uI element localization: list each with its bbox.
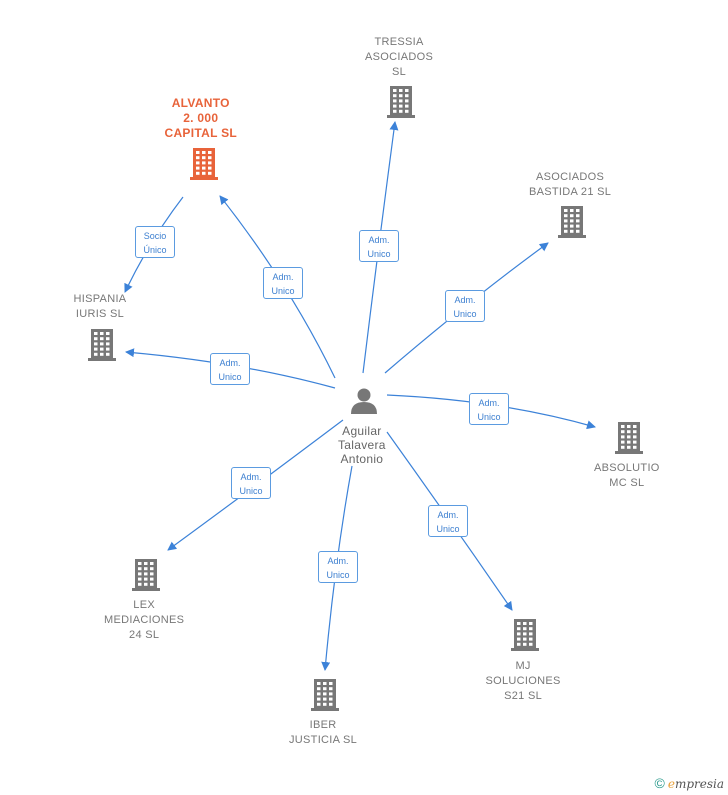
company-label-mj-soluciones-line: S21 SL (504, 690, 543, 702)
company-label-mj-soluciones: MJ SOLUCIONES S21 SL (486, 659, 561, 704)
building-icon[interactable] (511, 619, 539, 651)
edge-label-tressia[interactable]: Adm. Unico (359, 230, 399, 262)
company-label-tressia: TRESSIA ASOCIADOS SL (365, 35, 433, 80)
company-label-hispania-iuris-line: IURIS SL (75, 308, 125, 320)
copyright-notice[interactable]: ©empresia (655, 775, 725, 791)
edge-label-text: Adm. (478, 398, 500, 408)
edge-label-lex-mediaciones[interactable]: Adm. Unico (231, 467, 271, 499)
edge-label-text: Adm. (454, 295, 476, 305)
building-icon[interactable] (615, 422, 643, 454)
company-label-lex-mediaciones-line: LEX (133, 599, 155, 611)
person-label-line: Aguilar (342, 424, 382, 438)
brand-logo: empresia (667, 777, 724, 791)
building-icon[interactable] (387, 86, 415, 118)
edge-label-mj-soluciones[interactable]: Adm. Unico (428, 505, 468, 537)
edge-label-text: Unico (326, 570, 350, 580)
company-label-alvanto-line: CAPITAL SL (164, 126, 238, 140)
company-label-mj-soluciones-line: MJ (515, 660, 531, 672)
company-label-alvanto-line: ALVANTO (171, 96, 230, 110)
edge-label-text: Adm. (219, 358, 241, 368)
company-label-lex-mediaciones: LEX MEDIACIONES 24 SL (104, 598, 184, 643)
edge-label-text: Adm. (240, 472, 262, 482)
edge-label-text: Unico (477, 412, 501, 422)
company-label-iber-justicia-line: JUSTICIA SL (289, 734, 358, 746)
edge-label-text: Unico (271, 286, 295, 296)
edge-label-text: Unico (453, 309, 477, 319)
edge-label-text: Unico (218, 372, 242, 382)
edge-label-hispania-iuris[interactable]: Adm. Unico (210, 353, 250, 385)
company-label-hispania-iuris: HISPANIA IURIS SL (74, 292, 127, 322)
edge-label-absolutio[interactable]: Adm. Unico (469, 393, 509, 425)
building-icon[interactable] (311, 679, 339, 711)
company-label-absolutio: ABSOLUTIO MC SL (594, 461, 660, 491)
company-label-lex-mediaciones-line: 24 SL (129, 629, 160, 641)
edge-label-iber-justicia[interactable]: Adm. Unico (318, 551, 358, 583)
company-label-asociados-bastida-line: ASOCIADOS (536, 171, 605, 183)
company-label-asociados-bastida-line: BASTIDA 21 SL (529, 186, 612, 198)
company-label-tressia-line: SL (392, 66, 407, 78)
person-icon[interactable] (351, 388, 377, 415)
company-label-lex-mediaciones-line: MEDIACIONES (104, 614, 185, 626)
person-label-line: Talavera (338, 438, 386, 452)
company-label-tressia-line: ASOCIADOS (365, 51, 434, 63)
company-label-hispania-iuris-line: HISPANIA (73, 293, 127, 305)
company-label-iber-justicia-line: IBER (309, 719, 337, 731)
company-label-asociados-bastida: ASOCIADOS BASTIDA 21 SL (529, 170, 611, 200)
edge-label-text: Unico (436, 524, 460, 534)
building-icon[interactable] (88, 329, 116, 361)
edge-label-text: Adm. (272, 272, 294, 282)
edge-label-text: Adm. (327, 556, 349, 566)
edge-label-text: Unico (367, 249, 391, 259)
company-label-tressia-line: TRESSIA (374, 36, 424, 48)
copyright-icon: © (654, 775, 665, 791)
company-label-absolutio-line: ABSOLUTIO (594, 462, 660, 474)
building-icon[interactable] (132, 559, 160, 591)
edge-label-asociados-bastida[interactable]: Adm. Unico (445, 290, 485, 322)
icon-layer (88, 86, 643, 711)
company-label-iber-justicia: IBER JUSTICIA SL (289, 718, 357, 748)
edge-label-text: Adm. (368, 235, 390, 245)
building-icon[interactable] (558, 206, 586, 238)
edge-label-text: Unico (239, 486, 263, 496)
edge-label-text: Socio (143, 231, 167, 241)
company-label-alvanto-line: 2. 000 (183, 111, 219, 125)
company-label-absolutio-line: MC SL (609, 477, 645, 489)
building-icon[interactable] (190, 148, 218, 180)
company-label-mj-soluciones-line: SOLUCIONES (485, 675, 561, 687)
person-label-line: Antonio (340, 452, 384, 466)
edge-label-text: Único (143, 245, 167, 255)
edge-label-text: Adm. (437, 510, 459, 520)
edge-label-alvanto[interactable]: Adm. Unico (263, 267, 303, 299)
